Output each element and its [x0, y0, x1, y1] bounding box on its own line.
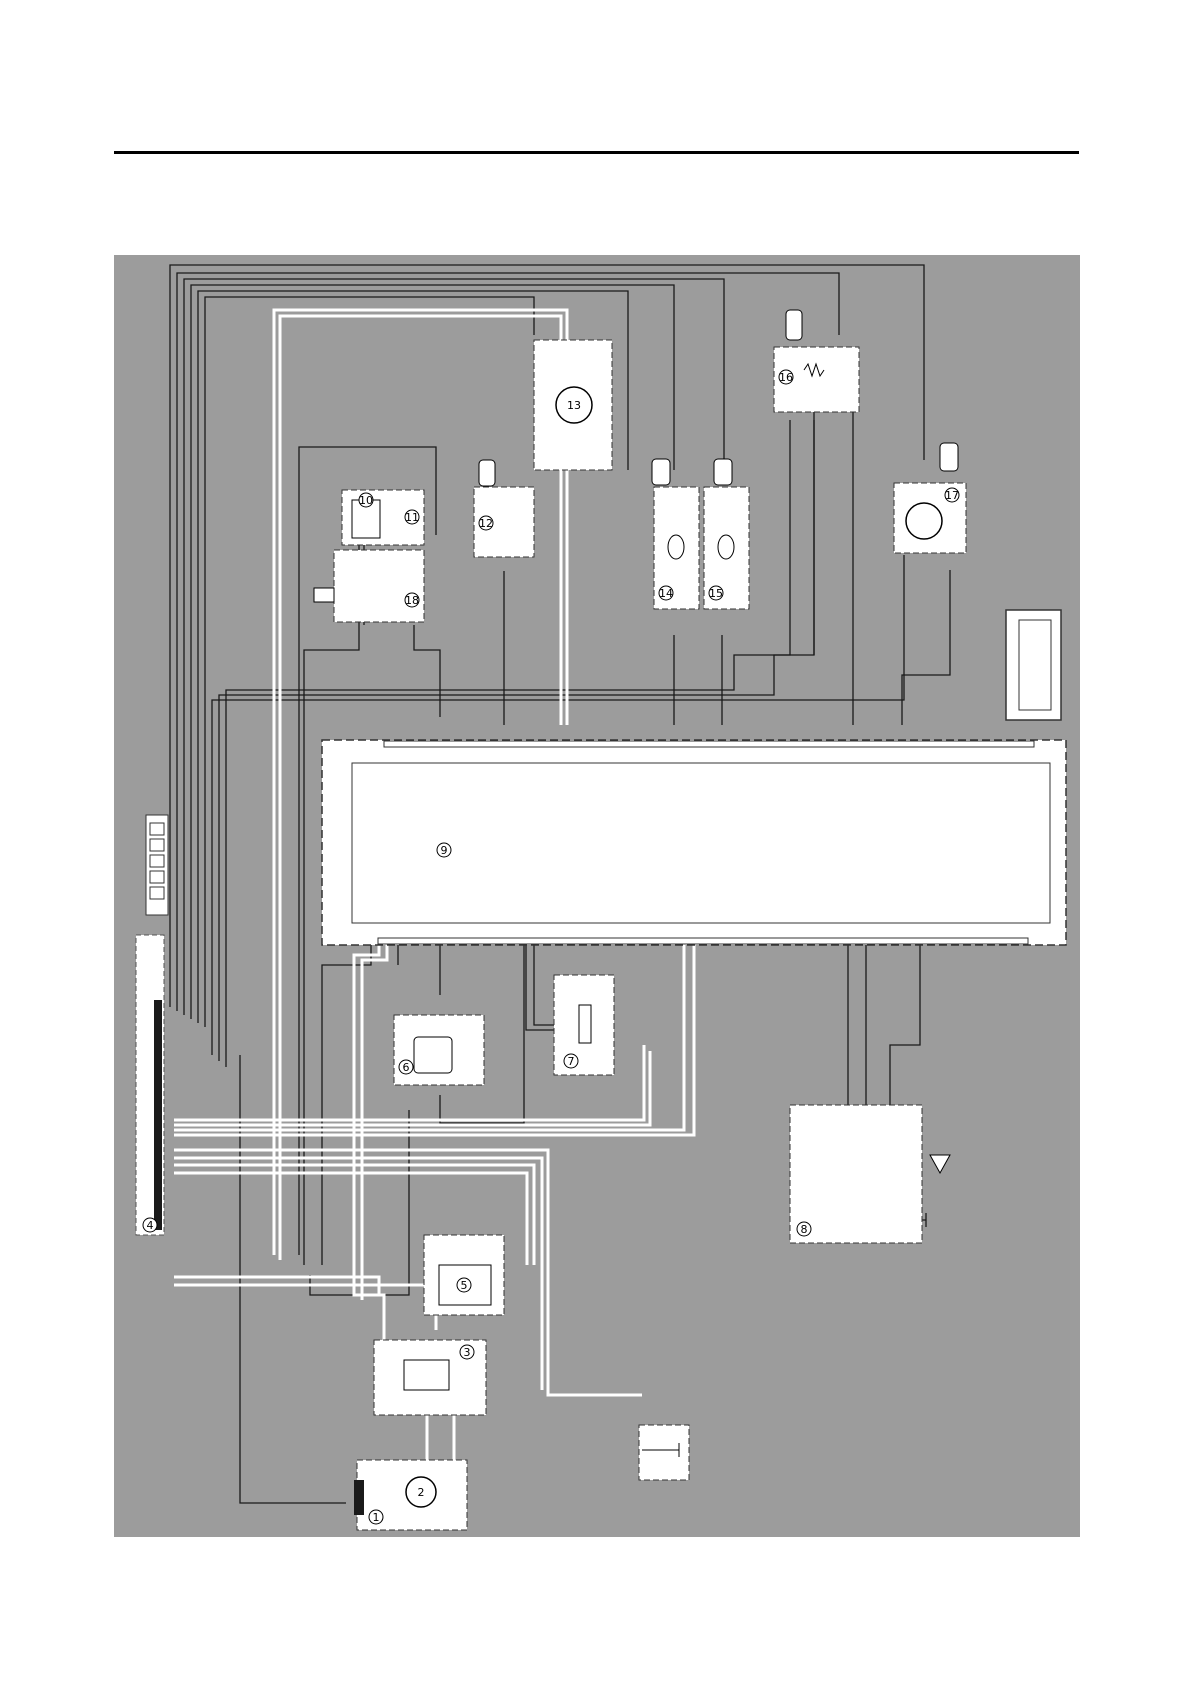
- relay-10-11: 10 11: [342, 490, 424, 545]
- component-number-6: 6: [403, 1061, 410, 1074]
- component-number-1: 1: [373, 1511, 380, 1524]
- header-rule: [114, 151, 1079, 154]
- component-number-12: 12: [479, 517, 493, 530]
- component-number-9: 9: [441, 844, 448, 857]
- component-number-15: 15: [709, 587, 723, 600]
- component-number-4: 4: [147, 1219, 154, 1232]
- component-number-13: 13: [567, 399, 581, 412]
- component-number-10: 10: [359, 494, 373, 507]
- module-5: 5: [424, 1235, 504, 1315]
- component-number-2: 2: [418, 1486, 425, 1499]
- component-number-3: 3: [464, 1346, 471, 1359]
- motor-13: 13: [534, 340, 612, 470]
- component-6: 6: [394, 1015, 484, 1085]
- module-3: 3: [374, 1340, 486, 1415]
- ground-icon: [639, 1425, 689, 1480]
- component-number-14: 14: [659, 587, 673, 600]
- component-number-8: 8: [801, 1223, 808, 1236]
- component-number-5: 5: [461, 1279, 468, 1292]
- component-number-11: 11: [405, 511, 419, 524]
- wiring-diagram: 4 9 13 16: [114, 255, 1080, 1537]
- sensors-1-2: 2 1: [354, 1460, 467, 1530]
- component-number-17: 17: [945, 489, 959, 502]
- component-number-7: 7: [568, 1055, 575, 1068]
- switch-7: 7: [554, 975, 614, 1075]
- component-number-16: 16: [779, 371, 793, 384]
- component-number-18: 18: [405, 594, 419, 607]
